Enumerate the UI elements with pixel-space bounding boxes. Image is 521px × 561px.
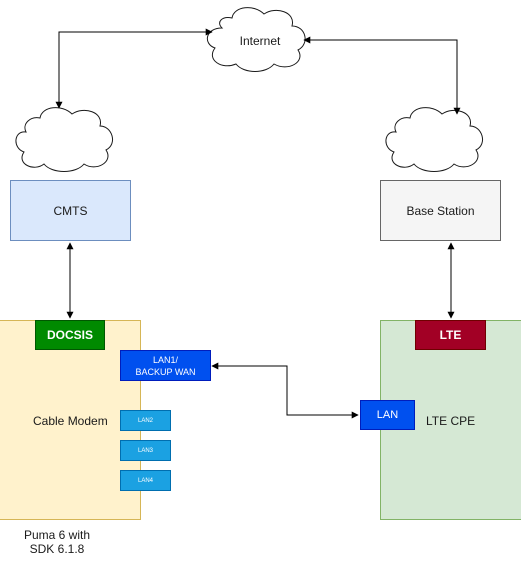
lte-badge: LTE [415,320,486,350]
connector-internet-base [303,36,461,115]
base-station-node: Base Station [380,180,501,241]
internet-label: Internet [239,34,281,48]
chipset-footnote: Puma 6 with SDK 6.1.8 [12,528,102,556]
cmts-label: CMTS [53,203,88,218]
docsis-badge: DOCSIS [35,320,105,350]
lan1-label-line1: LAN1/ [152,354,178,365]
lan2-port: LAN2 [120,410,171,431]
lte-cpe-label: LTE CPE [426,414,476,428]
connector-lan1-cpe-lan [211,362,359,419]
cmts-node: CMTS [10,180,131,241]
cable-modem-node [0,320,141,520]
footnote-line2: SDK 6.1.8 [29,542,85,556]
cable-modem-label: Cable Modem [33,414,108,428]
cpe-lan-port: LAN [360,400,415,430]
lan1-label-line2: BACKUP WAN [135,366,196,377]
cmts-cloud-shape [15,107,114,172]
lan1-backup-wan-port: LAN1/ BACKUP WAN [120,350,211,381]
base-station-label: Base Station [406,203,475,218]
lan3-port: LAN3 [120,440,171,461]
base-station-cloud-shape [385,107,484,172]
lan4-port: LAN4 [120,470,171,491]
connector-cmts-internet [55,28,213,109]
footnote-line1: Puma 6 with [23,528,91,542]
